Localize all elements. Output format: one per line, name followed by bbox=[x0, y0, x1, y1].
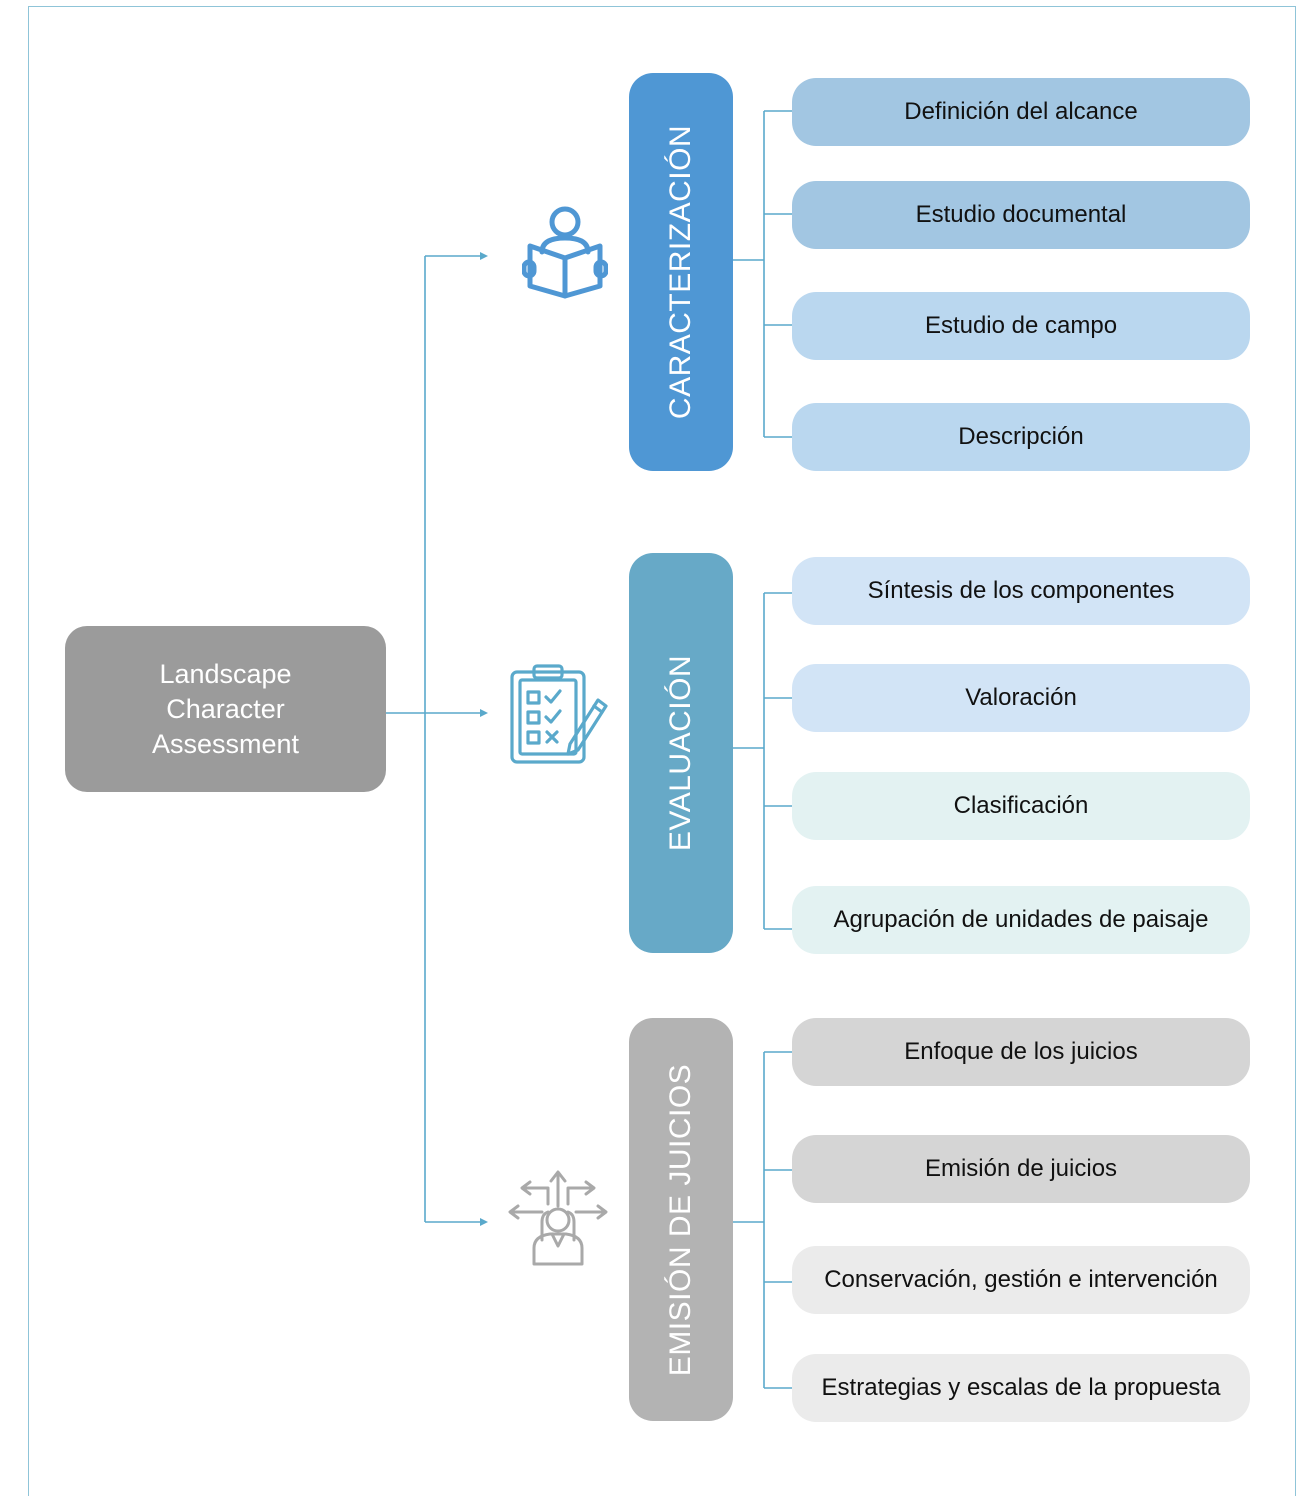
phase-evaluacion: EVALUACIÓN bbox=[629, 553, 733, 953]
root-line-3: Assessment bbox=[151, 728, 300, 759]
step-estudio-documental: Estudio documental bbox=[792, 181, 1250, 249]
person-decision-arrows-icon bbox=[508, 1170, 608, 1266]
step-enfoque-de-los-juicios: Enfoque de los juicios bbox=[792, 1018, 1250, 1086]
step-estudio-de-campo: Estudio de campo bbox=[792, 292, 1250, 360]
phase-caracterizacion: CARACTERIZACIÓN bbox=[629, 73, 733, 471]
step-sintesis-de-los-componentes: Síntesis de los componentes bbox=[792, 557, 1250, 625]
step-clasificacion: Clasificación bbox=[792, 772, 1250, 840]
step-valoracion: Valoración bbox=[792, 664, 1250, 732]
step-emision-de-juicios: Emisión de juicios bbox=[792, 1135, 1250, 1203]
figure-frame bbox=[28, 6, 1296, 1496]
person-reading-book-icon bbox=[522, 206, 608, 299]
step-definicion-del-alcance: Definición del alcance bbox=[792, 78, 1250, 146]
root-node-landscape-character-assessment: Landscape Character Assessment bbox=[65, 626, 386, 792]
phase-emision-de-juicios: EMISIÓN DE JUICIOS bbox=[629, 1018, 733, 1421]
step-descripcion: Descripción bbox=[792, 403, 1250, 471]
phase-evaluacion-label: EVALUACIÓN bbox=[664, 654, 698, 852]
phase-caracterizacion-label: CARACTERIZACIÓN bbox=[664, 124, 697, 420]
step-conservacion-gestion-e-intervencion: Conservación, gestión e intervención bbox=[792, 1246, 1250, 1314]
root-line-2: Character bbox=[166, 693, 285, 724]
root-line-1: Landscape bbox=[159, 658, 292, 689]
phase-emision-de-juicios-label: EMISIÓN DE JUICIOS bbox=[664, 1063, 697, 1376]
step-agrupacion-de-unidades-de-paisaje: Agrupación de unidades de paisaje bbox=[792, 886, 1250, 954]
step-estrategias-y-escalas-de-la-propuesta: Estrategias y escalas de la propuesta bbox=[792, 1354, 1250, 1422]
clipboard-checklist-icon bbox=[510, 664, 608, 764]
